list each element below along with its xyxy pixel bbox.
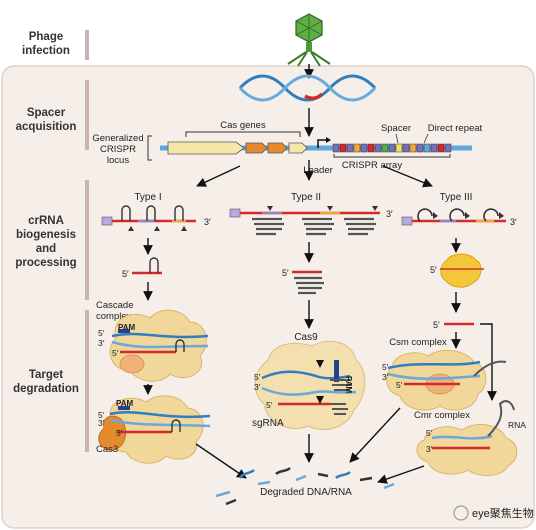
arrow-type3-cmr [480, 323, 497, 401]
stage-target-degradation-line-1: Target [28, 369, 64, 381]
cascade-pam-label: PAM [118, 323, 136, 332]
watermark-text: eye聚焦生物 [472, 506, 534, 520]
leader-label: Leader [303, 165, 333, 176]
cas9-three-prime: 3′ [254, 382, 261, 392]
cascade-three-prime: 3′ [98, 338, 105, 348]
cascade-crrna-five-prime: 5′ [112, 348, 119, 358]
csm-label: Csm complex [389, 337, 447, 348]
cas-gene-4 [288, 142, 308, 154]
csm-three-prime: 3′ [382, 372, 389, 382]
type1-pre-crrna [101, 205, 196, 231]
type1-label: Type I [134, 192, 161, 203]
type1-five-prime: 5′ [122, 269, 129, 279]
arrow-cas3-degraded [195, 443, 247, 479]
degraded-label: Degraded DNA/RNA [260, 487, 352, 498]
cmr-three-prime: 3′ [426, 444, 433, 454]
type3-processing-protein [440, 253, 484, 288]
cas-gene-2 [245, 142, 268, 154]
type1-mature-crrna [132, 257, 162, 275]
cmr-label: Cmr complex [414, 410, 470, 421]
stage-phage-infection-line-2: infection [22, 45, 70, 57]
cascade-label-line1: Cascade [96, 300, 134, 311]
cas3-three-prime: 3′ [98, 418, 105, 428]
stage-crrna-processing-line-1: crRNA [28, 215, 64, 227]
type3-three-prime: 3′ [510, 217, 517, 227]
type3-mature-five-prime: 5′ [433, 320, 440, 330]
csm-complex [386, 349, 507, 411]
generalized-locus-line1: Generalized [92, 133, 143, 144]
type3-label: Type III [440, 192, 473, 203]
stage-phage-infection: Phage infection [10, 30, 82, 58]
spacer-label: Spacer [381, 123, 411, 134]
cas9-pam-label: PAM [344, 376, 353, 394]
arrow-to-type3 [382, 165, 433, 188]
generalized-locus-line3: locus [107, 155, 129, 166]
stage-crrna-processing: crRNA biogenesis and processing [10, 214, 82, 270]
cas-gene-1 [167, 141, 245, 155]
stage-target-degradation: Target degradation [10, 368, 82, 396]
crispr-array-label: CRISPR array [342, 160, 402, 171]
cas9-complex [254, 340, 366, 430]
degraded-fragments [215, 467, 395, 506]
cas3-five-prime: 5′ [98, 410, 105, 420]
type1-three-prime: 3′ [204, 217, 211, 227]
type2-label: Type II [291, 192, 321, 203]
cas3-label: Cas3 [96, 444, 118, 455]
sgrna-label: sgRNA [252, 418, 284, 429]
cas3-pam-label: PAM [116, 399, 134, 408]
stage-spacer-acquisition-line-2: acquisition [15, 121, 77, 133]
cas-genes-label: Cas genes [220, 120, 266, 131]
crispr-locus: Generalized CRISPR locus Cas genes [92, 120, 482, 176]
cas9-label: Cas9 [294, 332, 318, 343]
type2-five-prime: 5′ [282, 268, 289, 278]
stage-target-degradation-line-2: degradation [13, 383, 79, 395]
type2-mature-crrna [292, 270, 324, 295]
arrow-cmr-degraded [377, 465, 425, 484]
cas9-five-prime: 5′ [254, 372, 261, 382]
cascade-cas3-complex [98, 395, 211, 464]
leader-flag [317, 139, 326, 148]
cascade-complex [109, 309, 209, 382]
cas9-crrna-five-prime: 5′ [266, 400, 273, 410]
csm-five-prime: 5′ [382, 362, 389, 372]
type2-three-prime: 3′ [386, 209, 393, 219]
direct-repeat-label: Direct repeat [428, 123, 483, 134]
stage-crrna-processing-line-2: biogenesis [15, 229, 77, 241]
stage-spacer-acquisition-line-1: Spacer [26, 107, 66, 119]
type3-five-prime: 5′ [430, 265, 437, 275]
stage-crrna-processing-line-3: and [35, 243, 57, 255]
csm-crrna-five-prime: 5′ [396, 380, 403, 390]
type3-pre-crrna [401, 208, 506, 226]
watermark-icon [453, 505, 469, 521]
cmr-rna-label: RNA [508, 420, 526, 430]
type2-pre-crrna [229, 206, 380, 236]
cas-gene-3 [267, 142, 288, 154]
arrow-to-type1 [196, 165, 241, 187]
cmr-five-prime: 5′ [426, 428, 433, 438]
stage-phage-infection-line-1: Phage [28, 31, 64, 43]
phage-dna-helix [238, 74, 377, 102]
arrow-csm-degraded [349, 407, 401, 463]
cas3-crrna-five-prime: 5′ [116, 428, 123, 438]
stage-spacer-acquisition: Spacer acquisition [10, 106, 82, 134]
cascade-five-prime: 5′ [98, 328, 105, 338]
crispr-array-units [332, 143, 452, 153]
cascade-label-line2: complex [96, 311, 132, 322]
phage-icon [287, 13, 331, 67]
cmr-complex [416, 400, 518, 476]
generalized-locus-line2: CRISPR [100, 144, 136, 155]
stage-crrna-processing-line-4: processing [15, 257, 77, 269]
